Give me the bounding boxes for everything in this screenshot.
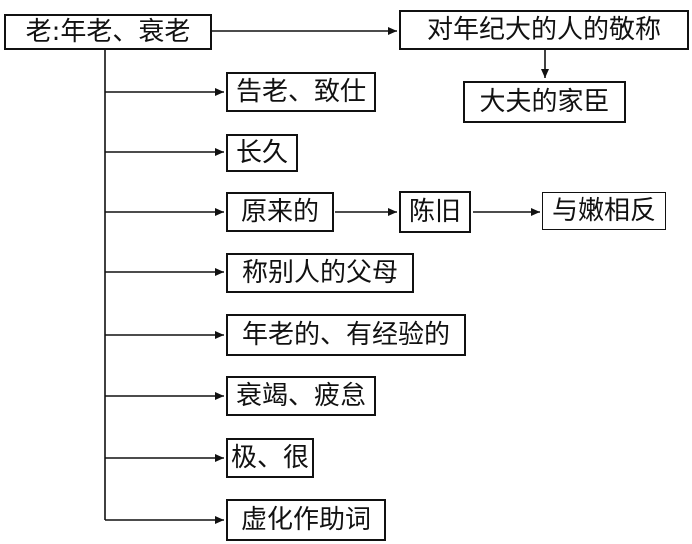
node-branch-5: 衰竭、疲怠 — [226, 376, 376, 416]
node-branch-2: 原来的 — [226, 192, 334, 232]
node-respectful-title: 对年纪大的人的敬称 — [399, 10, 689, 50]
node-branch-7: 虚化作助词 — [226, 499, 386, 541]
root-node: 老:年老、衰老 — [4, 14, 212, 50]
node-branch-1: 长久 — [226, 134, 298, 172]
node-branch-0: 告老、致仕 — [226, 72, 376, 112]
node-branch-3: 称别人的父母 — [226, 253, 414, 293]
node-branch-6: 极、很 — [226, 438, 314, 478]
node-opposite-of-tender: 与嫩相反 — [542, 192, 666, 230]
node-household-retainer: 大夫的家臣 — [463, 81, 626, 123]
node-chenjiu: 陈旧 — [399, 191, 471, 233]
node-branch-4: 年老的、有经验的 — [226, 314, 466, 356]
